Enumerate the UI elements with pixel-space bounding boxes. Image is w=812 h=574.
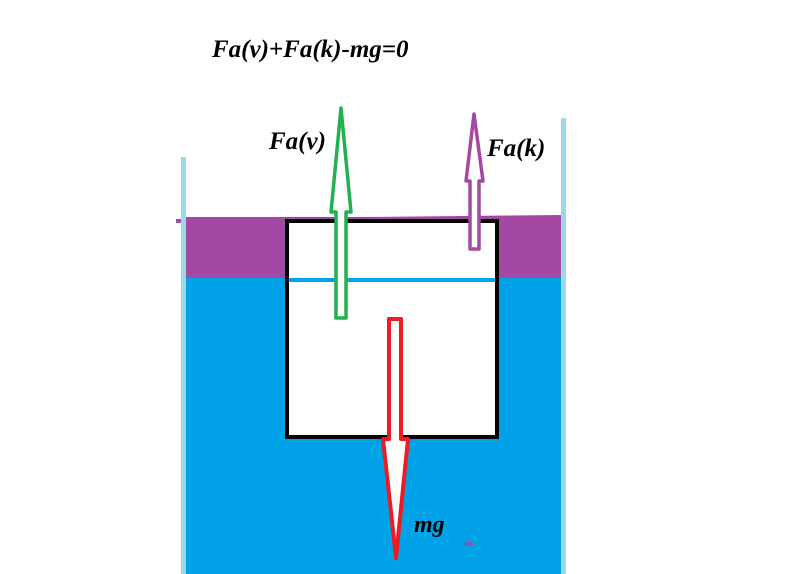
fa-v-arrow xyxy=(329,106,353,320)
equation-label: Fa(v)+Fa(k)-mg=0 xyxy=(212,36,409,63)
right-vessel-wall xyxy=(561,118,566,574)
fa-v-label: Fa(v) xyxy=(269,128,326,155)
stray-mark xyxy=(465,542,473,546)
fa-k-arrow xyxy=(464,112,485,251)
left-vessel-wall xyxy=(181,157,186,574)
fa-k-label: Fa(k) xyxy=(487,135,546,162)
mg-label: mg xyxy=(414,512,445,538)
mg-arrow xyxy=(381,317,410,560)
